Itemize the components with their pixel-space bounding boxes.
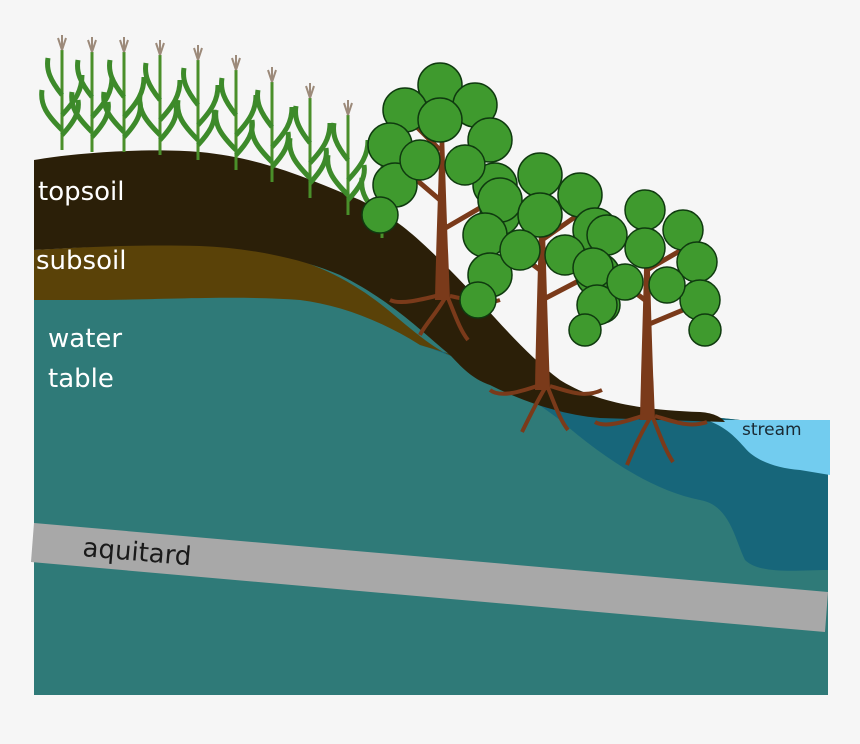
topsoil-label: topsoil xyxy=(38,177,125,207)
corn-plant-icon xyxy=(325,100,371,215)
tree-icon xyxy=(568,189,722,466)
topsoil-layer xyxy=(34,150,725,422)
water-table-label-line2: table xyxy=(48,364,114,394)
corn-plant-icon xyxy=(249,67,295,182)
corn-plant-icon xyxy=(213,55,259,170)
corn-plant-icon xyxy=(287,83,333,198)
stream-channel xyxy=(705,420,830,475)
corn-field xyxy=(39,35,403,238)
corn-plant-icon xyxy=(137,40,183,155)
saturated-zone-near-stream xyxy=(420,345,828,571)
subsoil-label: subsoil xyxy=(36,246,126,276)
aquitard-layer xyxy=(31,523,828,632)
water-table-label-line1: water xyxy=(48,324,122,354)
subsoil-layer xyxy=(34,244,470,360)
corn-plant-icon xyxy=(175,45,221,160)
corn-plant-icon xyxy=(69,37,115,152)
corn-plant-icon xyxy=(39,35,85,150)
stream-label: stream xyxy=(742,420,802,440)
